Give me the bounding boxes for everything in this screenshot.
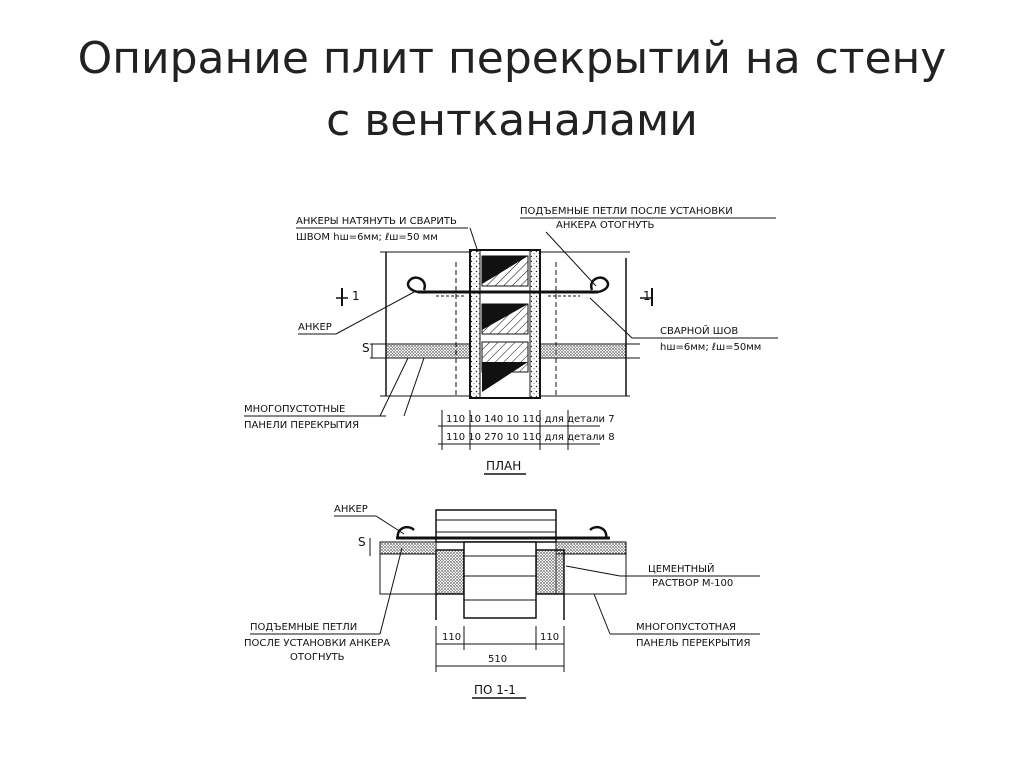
section-slab-right <box>555 541 627 555</box>
note-anchors-1: АНКЕРЫ НАТЯНУТЬ И СВАРИТЬ <box>296 216 457 227</box>
section-mark-right: 1 <box>640 288 653 306</box>
section-panel-2: ПАНЕЛЬ ПЕРЕКРЫТИЯ <box>636 638 750 649</box>
lifting-loop-right <box>587 276 610 294</box>
label-panels-1: МНОГОПУСТОТНЫЕ <box>244 404 345 415</box>
section-caption: ПО 1-1 <box>474 683 516 697</box>
section-panel-1: МНОГОПУСТОТНАЯ <box>636 622 736 633</box>
section-loops-2: ПОСЛЕ УСТАНОВКИ АНКЕРА <box>244 638 390 649</box>
slide-title: Опирание плит перекрытий на стену с вент… <box>0 28 1024 152</box>
slab-right <box>539 343 627 359</box>
section-loops-3: ОТОГНУТЬ <box>290 652 345 663</box>
section-loop-right <box>589 526 608 539</box>
section-cement-2: РАСТВОР М-100 <box>652 578 733 589</box>
section-slab-left <box>379 541 437 555</box>
plan-dims-row1: 110 10 140 10 110 для детали 7 <box>446 414 615 425</box>
section-loop-left <box>396 526 415 539</box>
section-dim-right: 110 <box>540 632 559 643</box>
cement-fill-left <box>435 549 465 595</box>
plan-caption: ПЛАН <box>486 459 521 473</box>
title-line-1: Опирание плит перекрытий на стену <box>77 33 947 84</box>
svg-text:1: 1 <box>643 289 651 303</box>
label-panels-2: ПАНЕЛИ ПЕРЕКРЫТИЯ <box>244 420 359 431</box>
section-mark-left: 1 <box>336 288 360 306</box>
label-weld-2: hш=6мм; ℓш=50мм <box>660 342 761 353</box>
section-label-anchor: АНКЕР <box>334 504 368 515</box>
note-loops-1: ПОДЪЕМНЫЕ ПЕТЛИ ПОСЛЕ УСТАНОВКИ <box>520 206 733 217</box>
lifting-loop-left <box>406 276 429 294</box>
label-weld-1: СВАРНОЙ ШОВ <box>660 324 738 337</box>
plan-dim-s: S <box>362 341 370 355</box>
cement-fill-right <box>535 549 565 595</box>
title-line-2: с вентканалами <box>326 95 698 146</box>
plan-dims-row2: 110 10 270 10 110 для детали 8 <box>446 432 615 443</box>
section-dim-left: 110 <box>442 632 461 643</box>
section-dim-s: S <box>358 535 366 549</box>
section-cement-1: ЦЕМЕНТНЫЙ <box>648 562 714 575</box>
section-view: АНКЕР S ПОДЪЕМНЫЕ ПЕТЛИ ПОСЛЕ УСТАНОВКИ … <box>244 504 760 699</box>
note-anchors-2: ШВОМ hш=6мм; ℓш=50 мм <box>296 232 438 243</box>
slab-left <box>385 343 471 359</box>
section-dim-total: 510 <box>488 654 507 665</box>
section-loops-1: ПОДЪЕМНЫЕ ПЕТЛИ <box>250 622 357 633</box>
label-anchor: АНКЕР <box>298 322 332 333</box>
plan-view: 1 1 S АНКЕРЫ НАТЯНУТЬ И СВАРИТЬ ШВОМ hш=… <box>244 206 778 475</box>
note-loops-2: АНКЕРА ОТОГНУТЬ <box>556 220 654 231</box>
svg-text:1: 1 <box>352 289 360 303</box>
